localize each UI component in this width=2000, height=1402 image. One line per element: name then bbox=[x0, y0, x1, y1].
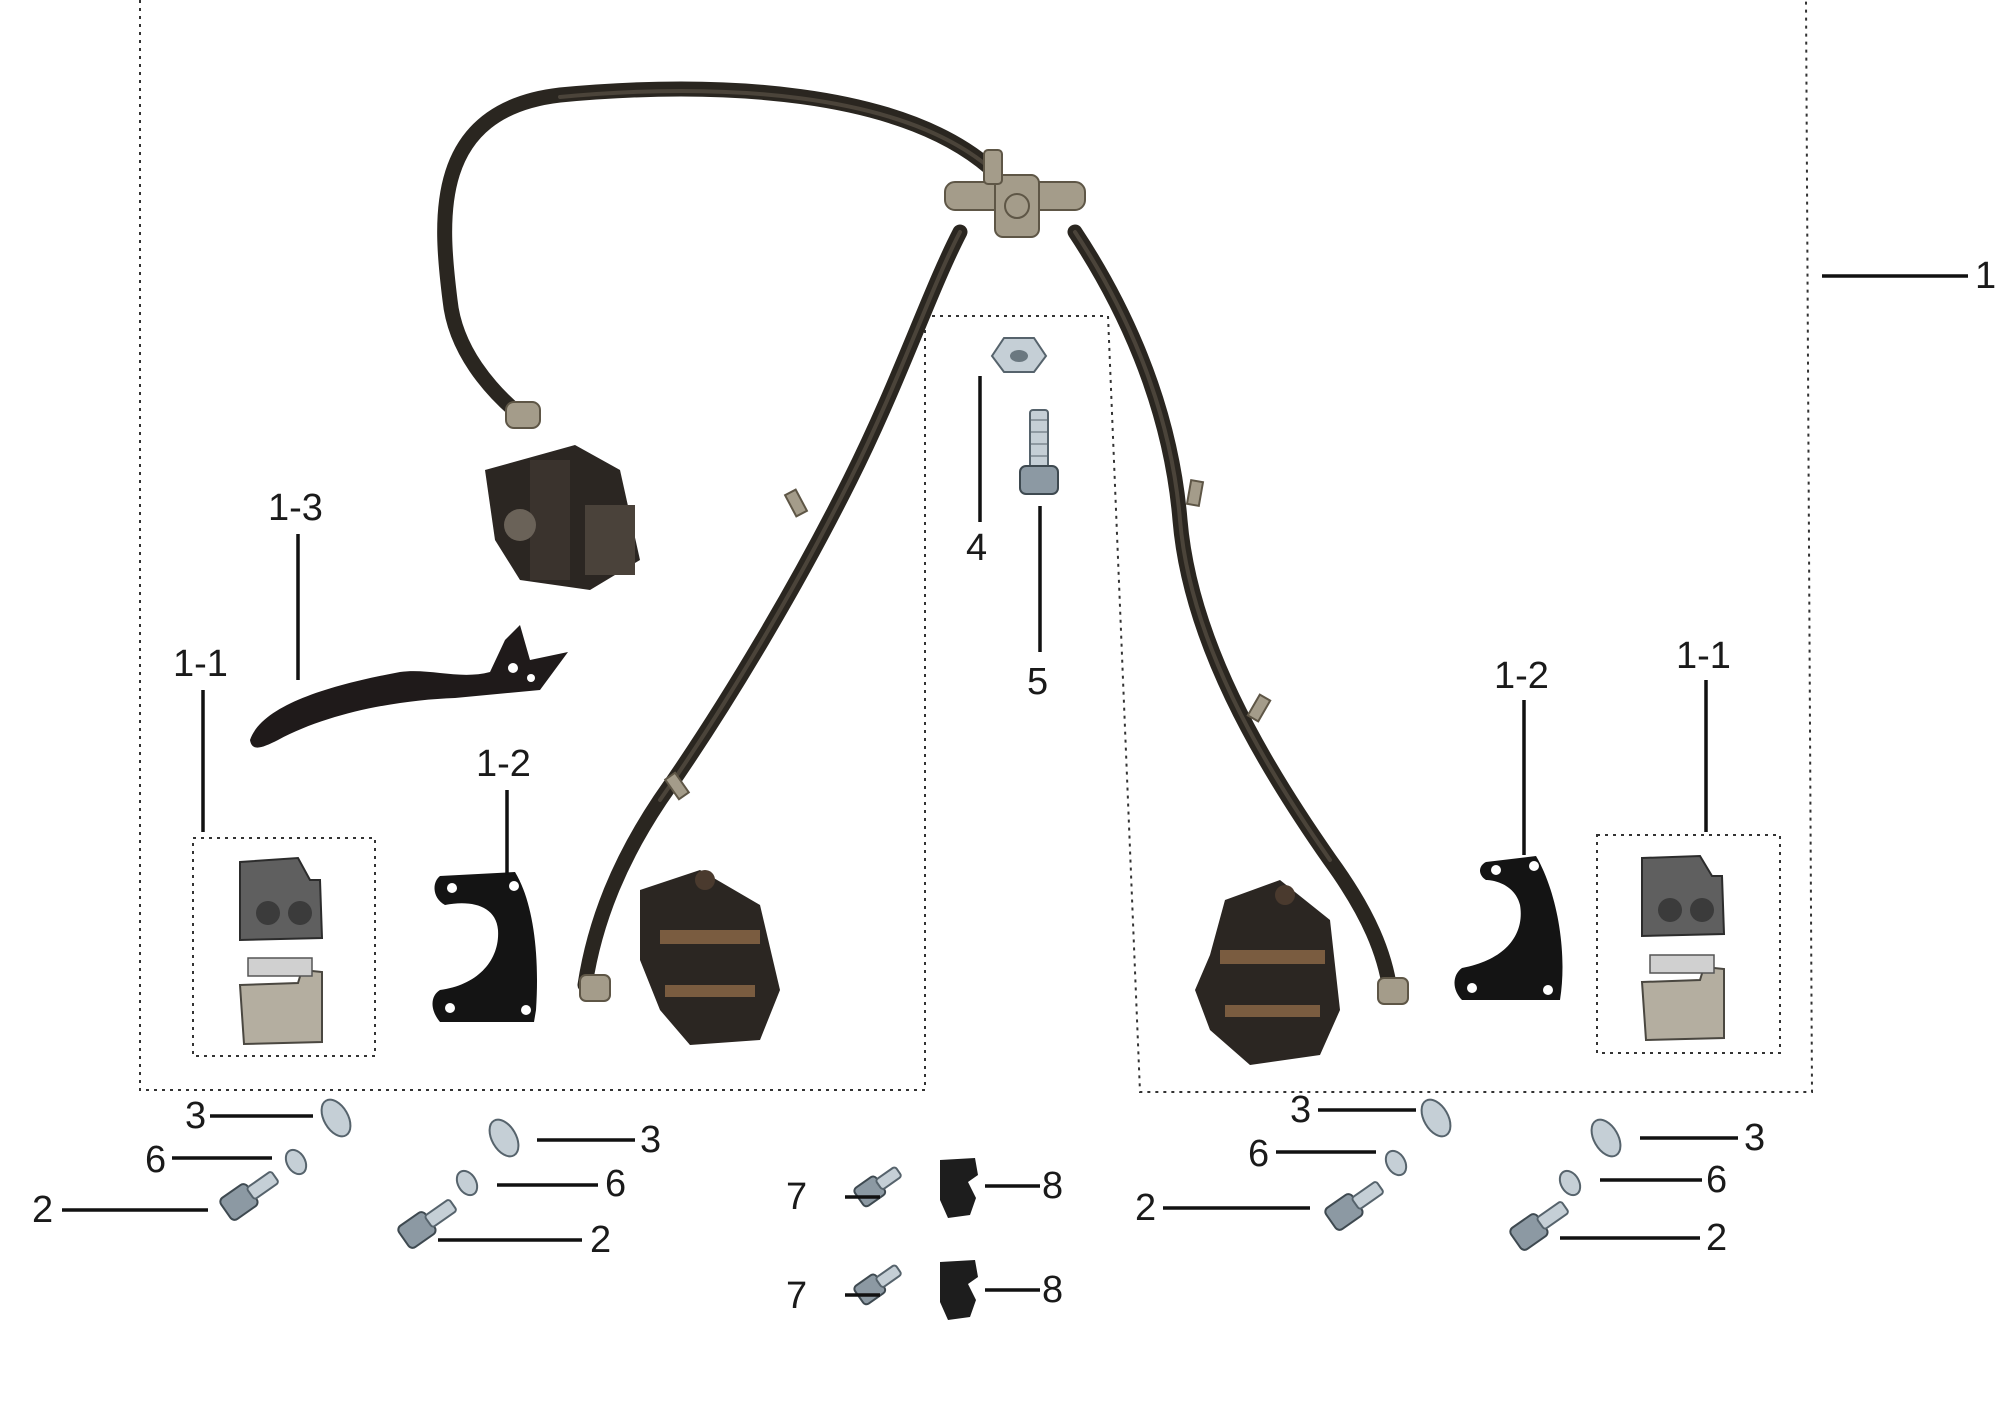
flange-bolt-long bbox=[1019, 409, 1059, 495]
callout-bolt-long: 5 bbox=[1027, 661, 1048, 703]
callout-clip-bottom: 8 bbox=[1042, 1269, 1063, 1311]
callout-screw-bottom: 7 bbox=[786, 1275, 807, 1317]
brake-pads-right bbox=[1640, 854, 1726, 1042]
assembly-boundary bbox=[139, 0, 1814, 1093]
callout-screw-top: 7 bbox=[786, 1176, 807, 1218]
callout-ring-b: 6 bbox=[605, 1163, 626, 1205]
leader-lines bbox=[62, 274, 1968, 1297]
callout-bolt-d: 2 bbox=[1706, 1217, 1727, 1259]
pad-group-left-boundary bbox=[192, 837, 376, 1057]
callout-nut: 4 bbox=[966, 527, 987, 569]
hose-tee-junction bbox=[944, 149, 1086, 238]
master-cylinder bbox=[485, 445, 640, 590]
caliper-bracket-right bbox=[1454, 856, 1563, 1000]
callout-washer-c: 3 bbox=[1290, 1089, 1311, 1131]
flange-nut bbox=[990, 337, 1048, 373]
callout-bracket-right: 1-2 bbox=[1494, 655, 1549, 697]
callout-pad-left: 1-1 bbox=[173, 643, 228, 685]
callout-washer-a: 3 bbox=[185, 1095, 206, 1137]
callout-bolt-b: 2 bbox=[590, 1219, 611, 1261]
callout-clip-top: 8 bbox=[1042, 1165, 1063, 1207]
hardware-center bbox=[853, 1158, 978, 1320]
callout-ring-a: 6 bbox=[145, 1139, 166, 1181]
callout-labels: 1 1-3 1-1 1-2 1-2 1-1 4 5 3 6 2 3 6 2 7 … bbox=[32, 255, 1996, 1317]
hardware-right bbox=[1324, 1098, 1622, 1251]
callout-ring-c: 6 bbox=[1248, 1133, 1269, 1175]
brake-hose-assembly bbox=[437, 81, 1409, 1005]
caliper-bracket-left bbox=[432, 872, 538, 1022]
callout-pad-right: 1-1 bbox=[1676, 635, 1731, 677]
callout-bracket-left: 1-2 bbox=[476, 743, 531, 785]
callout-assembly: 1 bbox=[1975, 255, 1996, 297]
brake-lever bbox=[250, 625, 568, 748]
callout-lever: 1-3 bbox=[268, 487, 323, 529]
callout-bolt-a: 2 bbox=[32, 1189, 53, 1231]
brake-caliper-right bbox=[1195, 880, 1340, 1065]
callout-washer-d: 3 bbox=[1744, 1117, 1765, 1159]
hardware-left bbox=[219, 1098, 520, 1249]
callout-washer-b: 3 bbox=[640, 1119, 661, 1161]
callout-ring-d: 6 bbox=[1706, 1159, 1727, 1201]
brake-pads-left bbox=[238, 856, 324, 1046]
callout-bolt-c: 2 bbox=[1135, 1187, 1156, 1229]
brake-caliper-left bbox=[640, 870, 780, 1045]
